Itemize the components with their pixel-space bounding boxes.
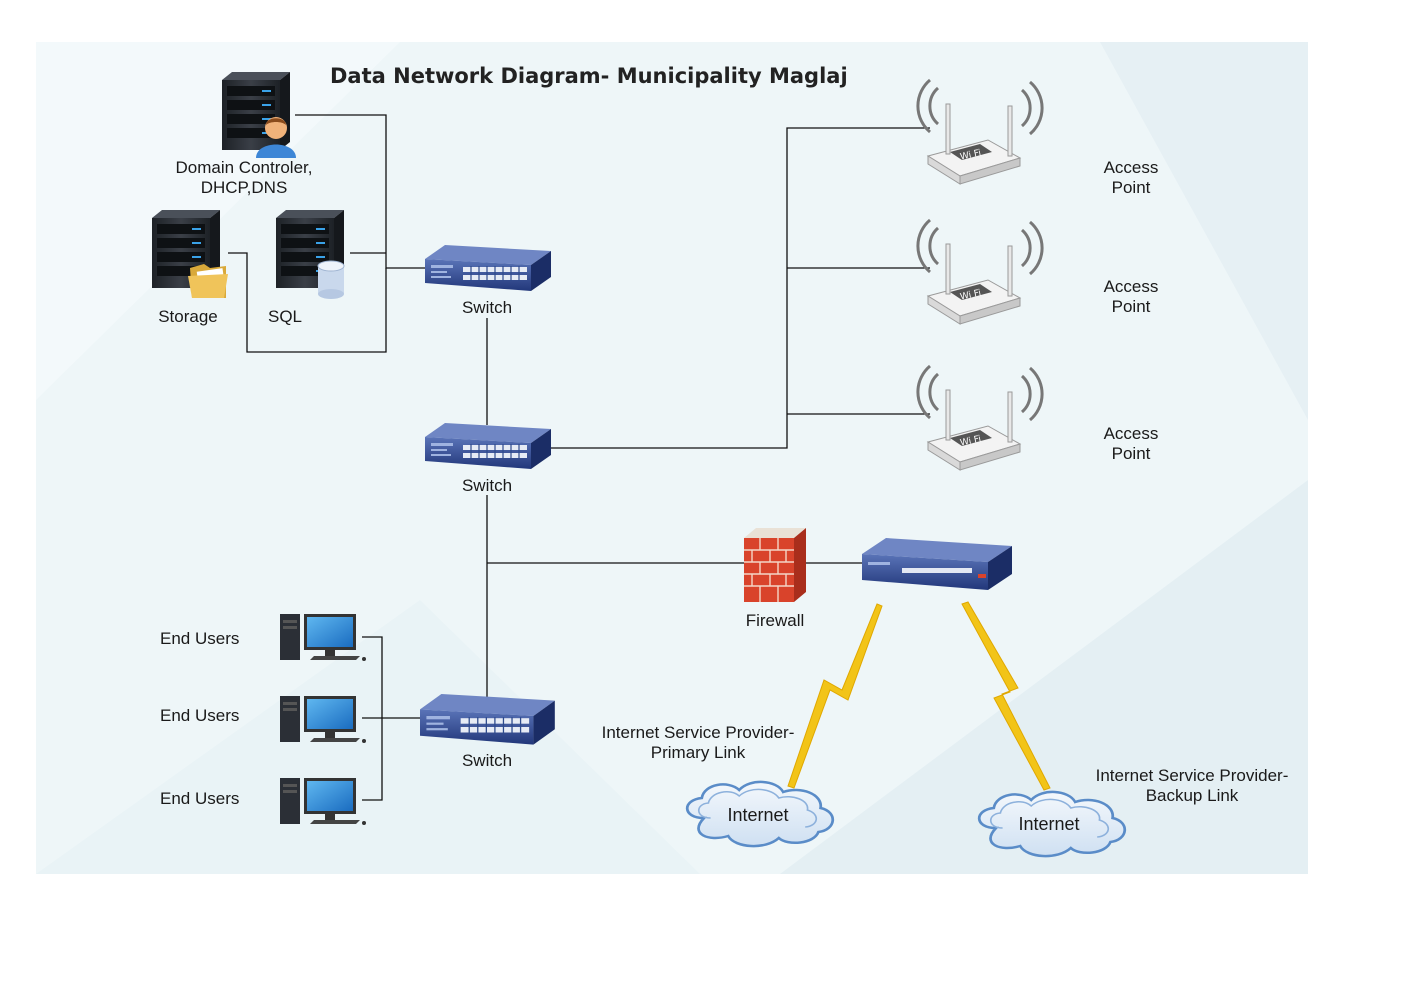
access-point-label-2: Access Point — [1103, 277, 1159, 316]
end-users-label-1: End Users — [160, 629, 240, 648]
folder-icon — [188, 264, 228, 298]
isp-primary-label: Internet Service Provider- Primary Link — [601, 723, 795, 762]
switch-top[interactable] — [424, 244, 552, 292]
firewall-icon[interactable] — [744, 528, 806, 602]
connection-lines — [228, 114, 930, 801]
link-middle-switch-aps — [548, 127, 930, 449]
storage-server[interactable] — [152, 210, 228, 298]
end-users-label-3: End Users — [160, 789, 240, 808]
isp-backup-label: Internet Service Provider- Backup Link — [1095, 766, 1289, 805]
database-icon — [317, 260, 345, 299]
access-point-label-3: Access Point — [1103, 424, 1159, 463]
sql-label: SQL — [267, 307, 303, 326]
sql-server[interactable] — [276, 210, 345, 299]
router-icon[interactable] — [862, 538, 1012, 590]
firewall-label: Firewall — [745, 611, 805, 630]
switch-bottom[interactable] — [419, 693, 556, 746]
internet-label-primary: Internet — [727, 805, 789, 825]
domain-controller-server[interactable] — [222, 72, 296, 158]
switch-middle-label: Switch — [461, 476, 513, 495]
domain-controller-label: Domain Controler, DHCP,DNS — [175, 158, 313, 197]
user-icon — [256, 117, 296, 158]
storage-label: Storage — [158, 307, 218, 326]
link-storage-switch — [228, 252, 387, 353]
switch-middle[interactable] — [424, 422, 552, 470]
lightning-primary-icon — [787, 603, 883, 789]
diagram-title: Data Network Diagram- Municipality Magla… — [330, 64, 848, 88]
link-dc-switch — [295, 114, 425, 269]
end-users-label-2: End Users — [160, 706, 240, 725]
access-point-label-1: Access Point — [1103, 158, 1159, 197]
internet-label-backup: Internet — [1018, 814, 1080, 834]
switch-bottom-label: Switch — [461, 751, 513, 770]
switch-top-label: Switch — [461, 298, 513, 317]
lightning-backup-icon — [961, 601, 1051, 791]
background-panel — [36, 42, 1308, 874]
